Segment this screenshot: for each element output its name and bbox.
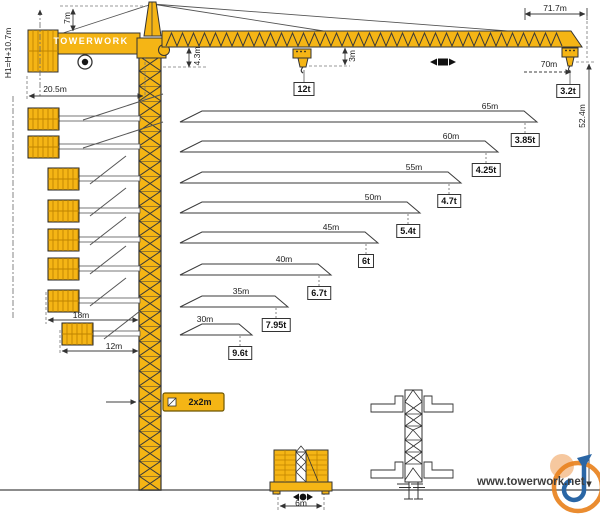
jib-config	[179, 171, 463, 194]
counterweight-row	[27, 121, 164, 159]
apex-height-label: 7m	[62, 12, 72, 24]
total-height-label: H1=H+10.7m	[3, 27, 13, 79]
mast-section-label: 2x2m	[188, 397, 212, 407]
jib-heel-height-label: 4.3m	[192, 46, 202, 66]
counterweight-row	[61, 310, 141, 346]
capacity-box: 5.4t	[396, 224, 420, 238]
jib-length-label: 50m	[364, 192, 382, 202]
capacity-box: 4.25t	[471, 163, 501, 177]
counter-jib	[27, 29, 141, 73]
tip-capacity-box: 3.2t	[556, 84, 580, 98]
capacity-box: 9.6t	[228, 346, 252, 360]
jib-length-label: 65m	[481, 101, 499, 111]
capacity-box: 4.7t	[437, 194, 461, 208]
base-width-label: 6m	[295, 498, 307, 508]
jib-config	[179, 263, 333, 286]
counterweight-row	[47, 187, 141, 223]
counterjib-length-label: 20.5m	[43, 84, 67, 94]
jib-config	[179, 201, 422, 224]
jib-config	[179, 295, 290, 318]
tower-apex	[143, 1, 162, 37]
capacity-box: 6t	[357, 254, 375, 268]
jib-config	[179, 140, 500, 163]
travel-direction-icon	[293, 493, 313, 501]
towerwork-logo	[550, 454, 600, 514]
counterweight-row	[47, 277, 141, 313]
capacity-box: 7.95t	[261, 318, 291, 332]
dimension-lines	[12, 5, 596, 512]
hook-height-label: 52.4m	[577, 104, 587, 128]
jib-length-label: 40m	[275, 254, 293, 264]
jib-length-label: 60m	[442, 131, 460, 141]
capacity-box: 3.85t	[510, 133, 540, 147]
watermark: www.towerwork.net	[477, 476, 585, 488]
mid-trolley-hook	[292, 48, 312, 82]
building-anchor-detail	[370, 389, 454, 500]
counterjib-short-label: 12m	[105, 341, 123, 351]
jib-config-shapes	[179, 110, 539, 346]
trolley-direction-icon	[430, 58, 456, 66]
hook-dimension-label: 3m	[347, 50, 357, 62]
counterweight-rows	[27, 93, 164, 346]
counterweight-row	[27, 93, 164, 131]
max-capacity-box: 12t	[293, 82, 315, 96]
crane-base	[269, 445, 333, 495]
max-radius-label: 70m	[540, 59, 558, 69]
jib	[161, 30, 583, 48]
jib-length-label: 45m	[322, 222, 340, 232]
jib-config	[179, 323, 254, 346]
jib-config	[179, 110, 539, 133]
counterweight-row	[47, 155, 141, 191]
counterweight-row	[47, 216, 141, 252]
counterjib-mid-label: 18m	[72, 310, 90, 320]
capacity-box: 6.7t	[307, 286, 331, 300]
mast-section-tag	[162, 392, 225, 412]
brand-label: TOWERWORK	[53, 36, 129, 46]
counterweight-row	[47, 245, 141, 281]
jib-length-label: 55m	[405, 162, 423, 172]
jib-length-label: 35m	[232, 286, 250, 296]
jib-length-label: 30m	[196, 314, 214, 324]
jib-config	[179, 231, 380, 254]
jib-overall-length-label: 71.7m	[543, 3, 567, 13]
